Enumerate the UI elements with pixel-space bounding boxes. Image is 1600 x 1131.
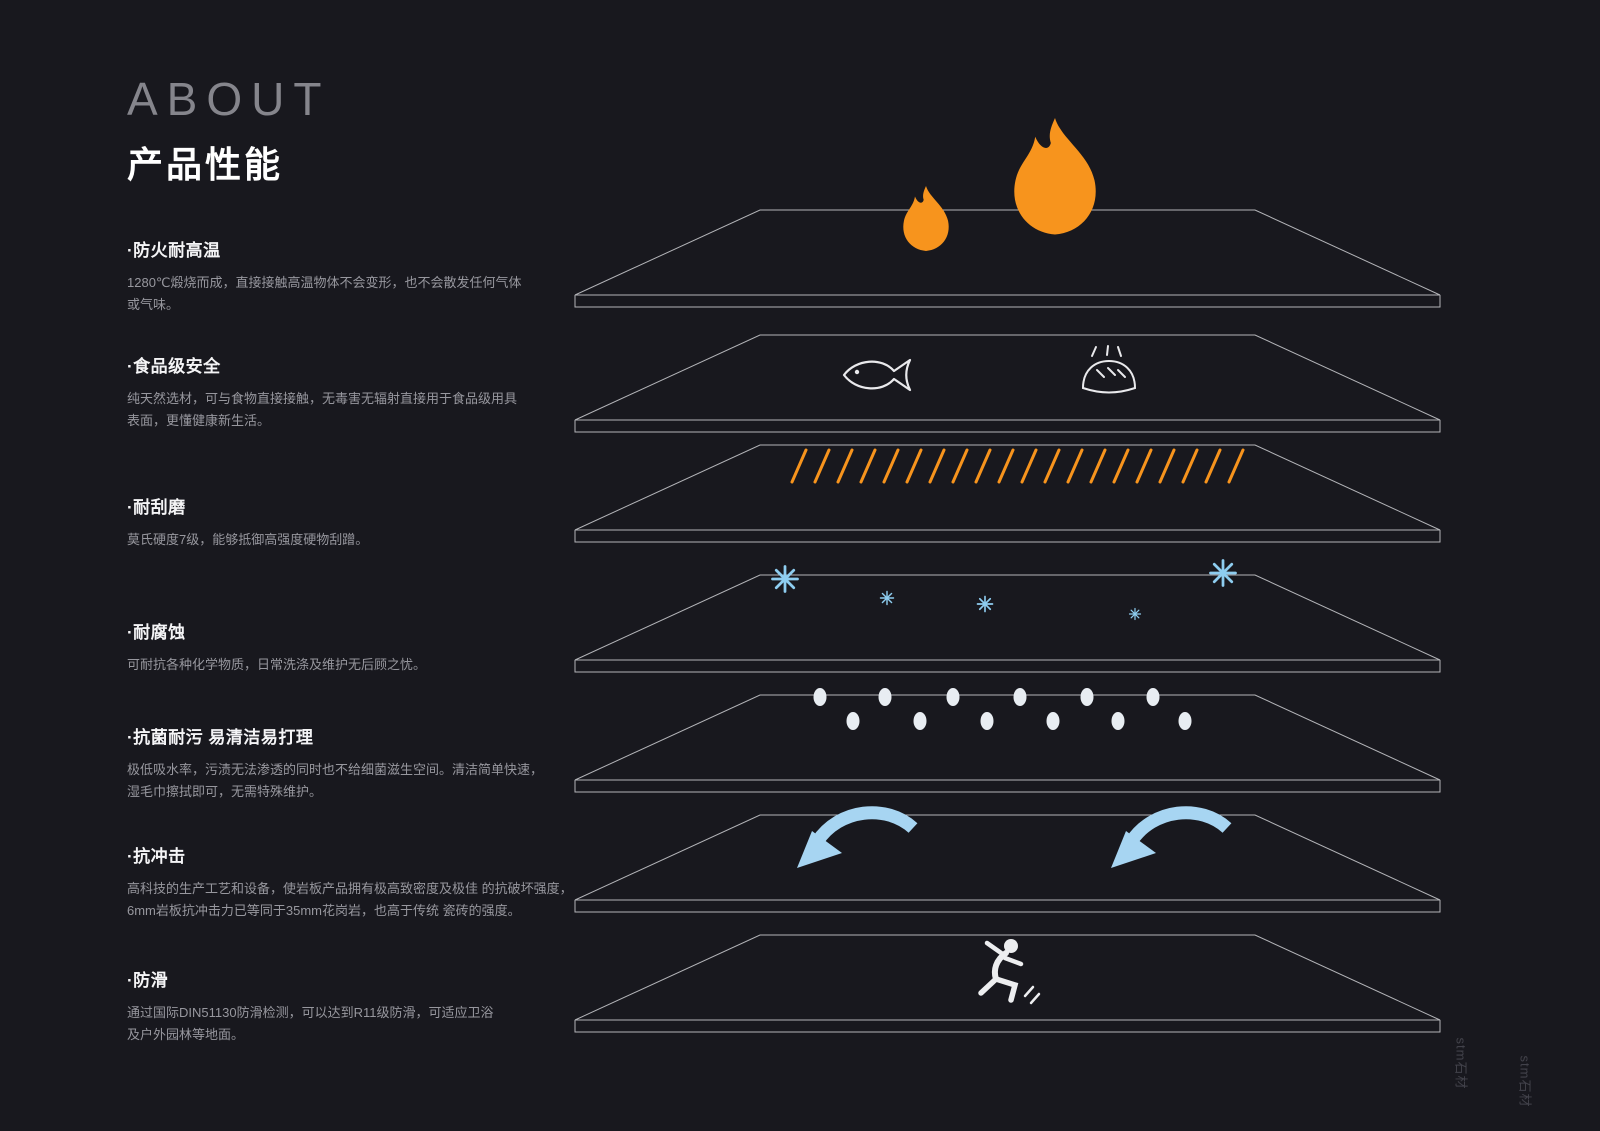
feature-antibacterial-easy-clean: ·抗菌耐污 易清洁易打理 极低吸水率，污渍无法渗透的同时也不给细菌滋生空间。清洁… <box>127 723 582 803</box>
slab-layer <box>574 814 1441 913</box>
slab-stack <box>574 209 1441 1033</box>
slipping-person-icon <box>978 939 1041 1005</box>
feature-impact-resistance: ·抗冲击 高科技的生产工艺和设备，使岩板产品拥有极高致密度及极佳 的抗破坏强度，… <box>127 842 582 922</box>
feature-anti-slip: ·防滑 通过国际DIN51130防滑检测，可以达到R11级防滑，可适应卫浴 及户… <box>127 966 582 1046</box>
feature-corrosion-resistance: ·耐腐蚀 可耐抗各种化学物质，日常洗涤及维护无后顾之忧。 <box>127 618 582 676</box>
droplets-icon <box>813 688 1192 730</box>
feature-title: ·防火耐高温 <box>127 241 221 260</box>
page-title: 产品性能 <box>127 144 284 185</box>
bounce-arrow-icon <box>797 813 1227 868</box>
snowflake-icon <box>771 559 1237 621</box>
feature-desc: 可耐抗各种化学物质，日常洗涤及维护无后顾之忧。 <box>127 657 427 672</box>
feature-desc: 1280℃煅烧而成，直接接触高温物体不会变形，也不会散发任何气体 或气味。 <box>127 275 522 313</box>
feature-title: ·抗冲击 <box>127 847 186 866</box>
feature-fire-high-temp: ·防火耐高温 1280℃煅烧而成，直接接触高温物体不会变形，也不会散发任何气体 … <box>127 236 582 316</box>
watermark: stm石材 <box>1517 1055 1533 1108</box>
layers-svg <box>574 118 1441 1033</box>
feature-title: ·防滑 <box>127 971 169 990</box>
feature-desc: 纯天然选材，可与食物直接接触，无毒害无辐射直接用于食品级用具 表面，更懂健康新生… <box>127 391 518 429</box>
feature-title: ·耐腐蚀 <box>127 623 186 642</box>
feature-desc: 极低吸水率，污渍无法渗透的同时也不给细菌滋生空间。清洁简单快速， 湿毛巾擦拭即可… <box>127 762 544 800</box>
flame-icon <box>903 118 1096 251</box>
feature-title: ·耐刮磨 <box>127 498 186 517</box>
about-header: ABOUT 产品性能 <box>127 72 330 188</box>
scratch-marks-icon <box>790 448 1245 484</box>
slab-layer <box>574 694 1441 793</box>
slab-layer <box>574 334 1441 433</box>
kicker: ABOUT <box>127 73 331 125</box>
feature-title: ·抗菌耐污 易清洁易打理 <box>127 728 314 747</box>
feature-title: ·食品级安全 <box>127 357 221 376</box>
feature-desc: 通过国际DIN51130防滑检测，可以达到R11级防滑，可适应卫浴 及户外园林等… <box>127 1005 494 1043</box>
watermark: stm石材 <box>1453 1037 1469 1090</box>
slab-layer <box>574 574 1441 673</box>
feature-desc: 莫氏硬度7级，能够抵御高强度硬物刮蹭。 <box>127 532 369 547</box>
bread-icon <box>1081 345 1137 394</box>
feature-food-safety: ·食品级安全 纯天然选材，可与食物直接接触，无毒害无辐射直接用于食品级用具 表面… <box>127 352 582 432</box>
feature-desc: 高科技的生产工艺和设备，使岩板产品拥有极高致密度及极佳 的抗破坏强度， 6mm岩… <box>127 881 573 919</box>
slab-layer <box>574 209 1441 308</box>
fish-icon <box>842 358 912 392</box>
slab-layers-illustration <box>555 90 1485 1050</box>
feature-scratch-resistance: ·耐刮磨 莫氏硬度7级，能够抵御高强度硬物刮蹭。 <box>127 493 582 551</box>
